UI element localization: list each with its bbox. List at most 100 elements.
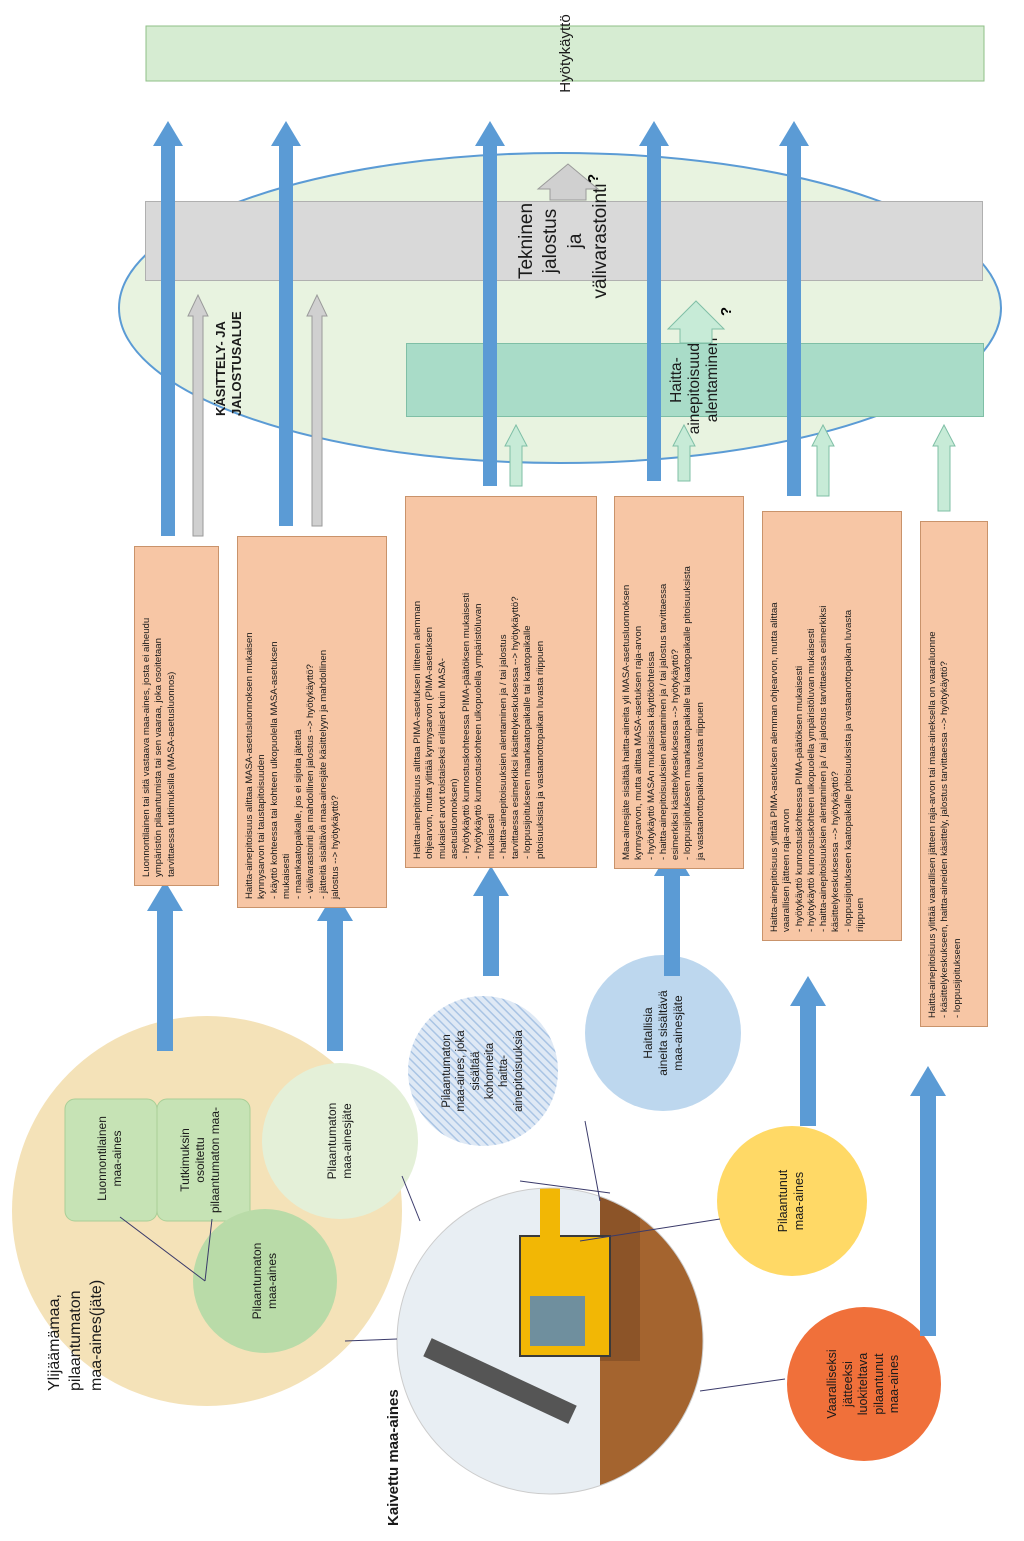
blue-arrow-5 bbox=[787, 146, 801, 496]
blue-arrows bbox=[147, 121, 946, 1336]
gray-arrow-1 bbox=[187, 293, 209, 537]
blue-arrow-2 bbox=[279, 146, 293, 526]
pilaantunut-label: Pilaantunut maa-aines bbox=[776, 1169, 806, 1233]
criteria-line: mukaisesti bbox=[485, 813, 497, 859]
criteria-line: vaarallisen jätteen raja-arvon bbox=[781, 808, 793, 932]
source-arrow-6-head bbox=[910, 1066, 946, 1096]
haitallisia-circle bbox=[585, 955, 741, 1111]
criteria-line: - loppusijoitukseen maankaatopaikalle ta… bbox=[682, 566, 694, 860]
criteria-line: Maa-ainesjäte sisältää haitta-aineita yl… bbox=[621, 584, 632, 860]
criteria-line: käsittelykeskuksessa --> hyötykäyttö? bbox=[830, 771, 842, 932]
criteria-line: - hyötykäyttö kunnostuskohteessa PIMA-pä… bbox=[461, 592, 473, 859]
criteria-line: kynnysarvon tai taustapitoisuuden bbox=[256, 754, 268, 899]
criteria-line: - haitta-ainepitoisuuksien alentaminen j… bbox=[818, 605, 830, 932]
criteria-line: Haitta-ainepitoisuus alittaa MASA-asetus… bbox=[244, 632, 255, 899]
kasittely-label: KÄSITTELY- JA JALOSTUSALUE bbox=[213, 311, 245, 416]
pilaantunut-circle bbox=[717, 1126, 867, 1276]
tutkimuksin-shape bbox=[156, 1098, 251, 1222]
kohonneita-label: Pilaantumaton maa-aines, joka sisältää k… bbox=[440, 1030, 525, 1112]
criteria-line: - loppusijoitukseen kaatopaikalle pitois… bbox=[842, 609, 854, 932]
source-arrow-3 bbox=[483, 896, 499, 976]
criteria-line: - loppusijoitukseen bbox=[951, 938, 963, 1018]
excavator-photo-frame bbox=[396, 1187, 704, 1495]
criteria-line: Luonnontilainen tai sitä vastaava maa-ai… bbox=[141, 617, 152, 877]
question-mark-1: ? bbox=[718, 306, 735, 316]
criteria-box-3: Haitta-ainepitoisuus alittaa PIMA-asetuk… bbox=[405, 496, 597, 868]
ylijaama-label: Ylijäämämaa, pilaantumaton maa-aines(jät… bbox=[46, 1279, 105, 1391]
blue-arrow-1 bbox=[161, 146, 175, 536]
criteria-line: mukaisesti bbox=[280, 853, 292, 899]
connector-lines bbox=[119, 1120, 786, 1392]
criteria-line: - välivarastointi ja mahdollinen jalostu… bbox=[305, 664, 317, 899]
criteria-line: Haitta-ainepitoisuus alittaa PIMA-asetuk… bbox=[412, 600, 423, 859]
gray-arrow-2 bbox=[306, 293, 328, 527]
criteria-line: Haitta-ainepitoisuus ylittää PIMA-asetuk… bbox=[769, 602, 780, 932]
criteria-line: - käsittelykeskukseen, haitta-aineiden k… bbox=[939, 661, 951, 1018]
criteria-box-5: Haitta-ainepitoisuus ylittää PIMA-asetuk… bbox=[762, 511, 902, 941]
blue-arrow-1-head bbox=[153, 121, 183, 146]
blue-arrow-3-head bbox=[475, 121, 505, 146]
green-arrow-2 bbox=[672, 423, 696, 482]
criteria-line: jalostus --> hyötykäyttö? bbox=[329, 795, 341, 899]
criteria-line: asetusluonnoksen) bbox=[448, 778, 460, 859]
blue-arrow-3 bbox=[483, 146, 497, 486]
source-arrow-4 bbox=[664, 876, 680, 976]
criteria-box-6: Haitta-ainepitoisuus ylittää vaarallisen… bbox=[920, 521, 988, 1027]
haitallisia-label: Haitallisia aineita sisältävä maa-ainesj… bbox=[640, 990, 685, 1076]
criteria-line: - jätteitä sisältävä maa-ainesjäte käsit… bbox=[317, 649, 329, 899]
criteria-line: - loppusijoitukseen maankaatopaikalle ta… bbox=[522, 625, 534, 859]
pilaantumaton-maa-aines-circle bbox=[193, 1209, 337, 1353]
criteria-line: - hyötykäyttö kunnostuskohteessa PIMA-pä… bbox=[793, 665, 805, 932]
question-mark-2: ? bbox=[585, 173, 602, 183]
criteria-line: - hyötykäyttö MASAn mukaisissa käyttökoh… bbox=[645, 651, 657, 860]
criteria-line: riippuen bbox=[854, 897, 866, 932]
hyotykaytto-label-wrap: Hyötykäyttö bbox=[146, 14, 984, 92]
source-arrow-5-head bbox=[790, 976, 826, 1006]
criteria-line: - haitta-ainepitoisuuksien alentaminen j… bbox=[497, 634, 509, 859]
source-arrow-6 bbox=[920, 1096, 936, 1336]
criteria-line: pitoisuuksista ja vastaanottopaikan luva… bbox=[534, 640, 546, 859]
criteria-box-2: Haitta-ainepitoisuus alittaa MASA-asetus… bbox=[237, 536, 387, 908]
criteria-line: - hyötykäyttö kunnostuskohteen ulkopuole… bbox=[473, 603, 485, 859]
green-arrows bbox=[504, 300, 956, 512]
criteria-line: kynnysarvon, mutta alittaa MASA-asetukse… bbox=[633, 625, 645, 860]
green-arrow-up bbox=[666, 300, 726, 344]
vaaralliseksi-circle bbox=[787, 1307, 941, 1461]
kaivettu-label: Kaivettu maa-aines bbox=[385, 1389, 402, 1526]
criteria-line: - käyttö kohteessa tai kohteen ulkopuole… bbox=[268, 641, 280, 899]
criteria-line: mukaiset arvot toistaiseksi erilaiset ku… bbox=[436, 657, 448, 859]
criteria-line: ympäristön pilaantumista tai sen vaaraa,… bbox=[153, 638, 165, 877]
hyotykaytto-banner bbox=[145, 25, 985, 82]
source-arrow-2 bbox=[327, 921, 343, 1051]
green-arrow-1 bbox=[504, 423, 528, 487]
kohonneita-circle bbox=[408, 996, 558, 1146]
criteria-line: ohjearvon, mutta ylittää kynnysarvon (PI… bbox=[424, 627, 436, 859]
criteria-box-1: Luonnontilainen tai sitä vastaava maa-ai… bbox=[134, 546, 219, 886]
blue-arrow-4 bbox=[647, 146, 661, 481]
gray-arrows bbox=[187, 163, 600, 537]
criteria-line: - maankaatopaikalle, jos ei sijoita jäte… bbox=[293, 729, 305, 899]
source-arrow-1-head bbox=[147, 881, 183, 911]
criteria-line: tarvittaessa tutkimuksilla (MASA-asetusl… bbox=[165, 671, 177, 877]
blue-arrow-5-head bbox=[779, 121, 809, 146]
gray-arrow-up bbox=[536, 163, 600, 201]
vaaralliseksi-label: Vaaralliseksi jätteeksi luokiteltava pil… bbox=[824, 1349, 902, 1419]
blue-arrow-2-head bbox=[271, 121, 301, 146]
source-arrow-3-head bbox=[473, 866, 509, 896]
criteria-line: Haitta-ainepitoisuus ylittää vaarallisen… bbox=[927, 631, 938, 1018]
green-arrow-4 bbox=[932, 423, 956, 512]
criteria-line: esimerkiksi käsittelykeskuksessa --> hyö… bbox=[670, 649, 682, 860]
source-arrow-1 bbox=[157, 911, 173, 1051]
blue-arrow-4-head bbox=[639, 121, 669, 146]
source-arrow-5 bbox=[800, 1006, 816, 1126]
pilaantumaton-maa-ainesjate-circle bbox=[262, 1063, 418, 1219]
hyotykaytto-label: Hyötykäyttö bbox=[556, 14, 574, 93]
criteria-line: - haitta-ainepitoisuuksien alentaminen j… bbox=[657, 583, 669, 860]
